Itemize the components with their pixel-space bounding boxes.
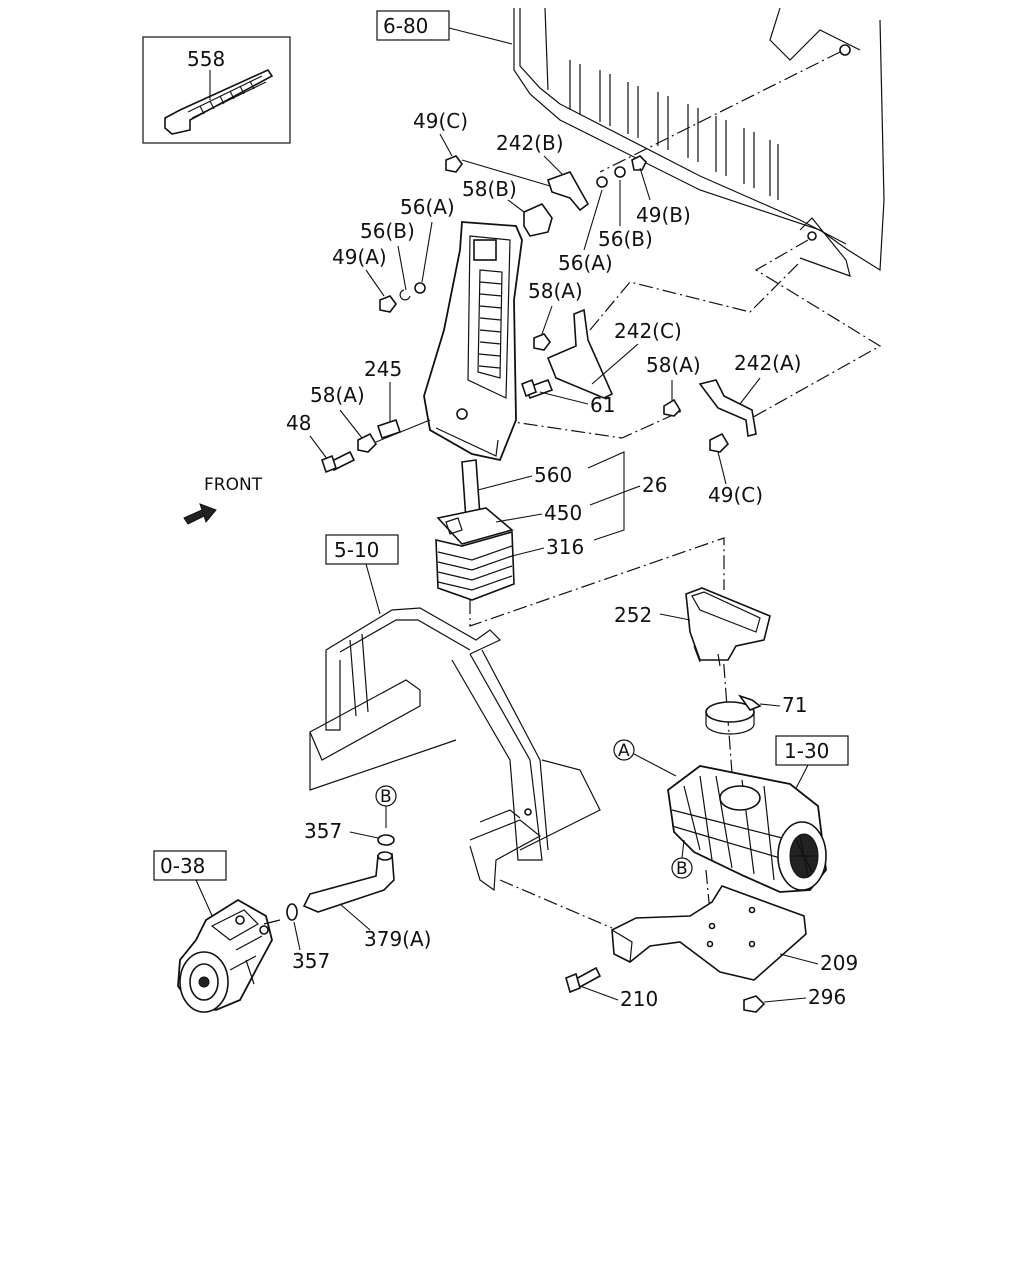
callout-245: 245 — [364, 357, 402, 381]
callout-357-bottom: 357 — [292, 949, 330, 973]
callout-56b-right: 56(B) — [598, 227, 653, 251]
nut-58a-left — [357, 432, 378, 453]
washer-56b-upper — [614, 166, 626, 178]
marker-b-hose-label: B — [380, 787, 392, 807]
part-450 — [436, 507, 514, 545]
nut-49c-top — [445, 155, 463, 173]
boot-assembly — [435, 459, 515, 601]
ref-box-5-10 — [325, 534, 399, 565]
callout-558: 558 — [187, 47, 225, 71]
bracket-209 — [611, 885, 807, 981]
duct-top-slot — [473, 239, 497, 261]
clamp-357-bottom — [286, 903, 298, 921]
front-label: FRONT — [204, 475, 263, 495]
callout-49c-top: 49(C) — [413, 109, 468, 133]
bolt-48 — [321, 450, 356, 474]
washer-56a-upper — [596, 176, 608, 188]
callout-61: 61 — [590, 393, 615, 417]
ref-1-30-group: 1-30 — [775, 735, 849, 801]
callout-242b: 242(B) — [496, 131, 564, 155]
callout-56a-mid: 56(A) — [558, 251, 613, 275]
part-316 — [435, 530, 515, 601]
ref-6-80-label: 6-80 — [383, 14, 428, 38]
callout-48: 48 — [286, 411, 311, 435]
ref-0-38-label: 0-38 — [160, 854, 205, 878]
callout-296: 296 — [808, 985, 846, 1009]
callout-71: 71 — [782, 693, 807, 717]
callout-58a-left: 58(A) — [310, 383, 365, 407]
cable-tie-shape — [164, 68, 274, 135]
clamp-357-top — [377, 834, 395, 846]
clip-56b-left — [399, 289, 411, 301]
callout-450: 450 — [544, 501, 582, 525]
nut-49c-bottom — [709, 432, 730, 453]
ref-box-0-38 — [153, 850, 227, 881]
front-indicator: FRONT — [183, 475, 263, 525]
callout-252: 252 — [614, 603, 652, 627]
ref-5-10-group: 5-10 — [325, 534, 399, 615]
callout-209: 209 — [820, 951, 858, 975]
callout-210: 210 — [620, 987, 658, 1011]
air-cleaner-inlet — [719, 785, 761, 811]
ref-5-10-label: 5-10 — [334, 538, 379, 562]
nut-49b — [631, 155, 647, 171]
air-cleaner — [667, 765, 827, 893]
callout-56a-top: 56(A) — [400, 195, 455, 219]
nut-49a — [379, 295, 397, 313]
nut-296 — [743, 995, 766, 1013]
duct-grille — [477, 269, 503, 379]
bolt-61 — [521, 378, 554, 400]
mount-58b — [523, 203, 553, 237]
marker-b-cleaner: B — [671, 839, 693, 879]
inset-cable-tie: 558 — [142, 36, 291, 144]
ref-0-38-group: 0-38 — [153, 850, 227, 921]
hose-379a — [302, 853, 395, 913]
callout-58a-right: 58(A) — [646, 353, 701, 377]
callout-49a: 49(A) — [332, 245, 387, 269]
cab-back-panel — [513, 7, 885, 277]
marker-b-cleaner-label: B — [676, 859, 688, 879]
nut-58a-right — [663, 398, 682, 417]
inset-frame — [142, 36, 291, 144]
nut-58a-mid — [533, 333, 551, 351]
intake-adapter-252 — [685, 587, 771, 667]
callout-56b-left: 56(B) — [360, 219, 415, 243]
callout-379a: 379(A) — [364, 927, 431, 951]
callout-58a-mid: 58(A) — [528, 279, 583, 303]
marker-b-hose: B — [375, 785, 397, 828]
callout-26: 26 — [642, 473, 667, 497]
sleeve-245 — [376, 418, 402, 440]
duct-body — [423, 221, 523, 462]
callout-58b: 58(B) — [462, 177, 517, 201]
panel-ribs — [569, 60, 779, 200]
callout-242a: 242(A) — [734, 351, 801, 375]
callout-316: 316 — [546, 535, 584, 559]
bracket-242c — [546, 308, 614, 399]
callout-49b: 49(B) — [636, 203, 691, 227]
callout-242c: 242(C) — [614, 319, 682, 343]
bracket-242a — [698, 379, 757, 437]
ref-1-30-label: 1-30 — [784, 739, 829, 763]
callout-357-top: 357 — [304, 819, 342, 843]
washer-56a-left — [414, 282, 426, 294]
ref-box-6-80 — [376, 10, 450, 41]
air-intake-duct — [423, 221, 523, 462]
bolt-210 — [565, 966, 602, 994]
callout-560: 560 — [534, 463, 572, 487]
bracket-242b — [546, 171, 590, 212]
air-compressor — [177, 898, 281, 1013]
ref-6-80-group: 6-80 — [376, 10, 513, 45]
upper-hardware: 49(C) 242(B) 58(B) 49(B) 56(B) 56(A) 56(… — [332, 109, 691, 313]
callout-49c-bottom: 49(C) — [708, 483, 763, 507]
clamp-71 — [705, 694, 762, 735]
marker-a: A — [613, 739, 677, 777]
ref-box-1-30 — [775, 735, 849, 766]
front-arrow-icon — [183, 503, 217, 525]
chassis-frame — [309, 607, 601, 892]
marker-a-label: A — [618, 741, 630, 761]
